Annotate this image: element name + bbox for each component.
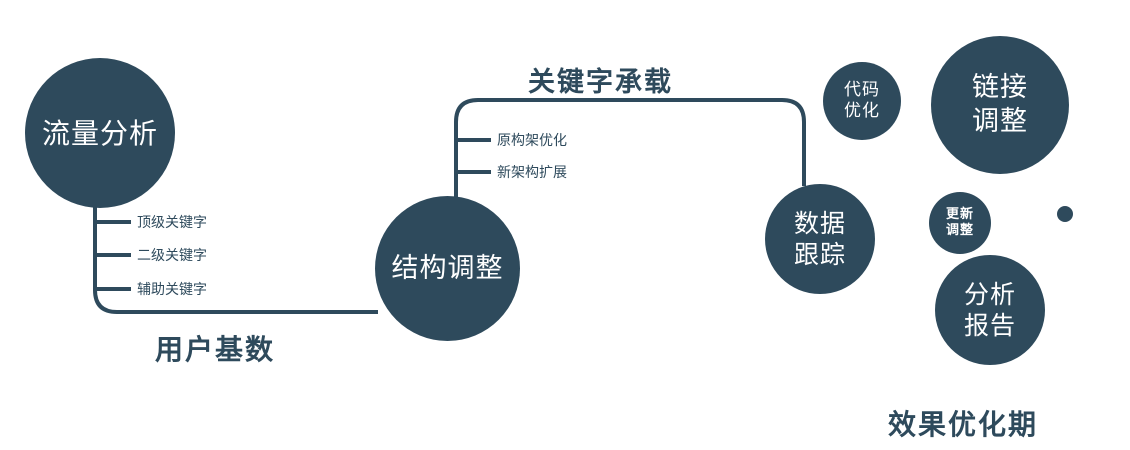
node-update-adjustment: 更新 调整 (929, 192, 991, 254)
node-analysis-report: 分析 报告 (935, 255, 1045, 365)
path-structure-to-tracking (454, 98, 806, 198)
node-traffic-analysis: 流量分析 (25, 58, 175, 208)
node-data-tracking: 数据 跟踪 (765, 184, 875, 294)
edge-label-keyword-carrying: 关键字承载 (528, 67, 673, 98)
branch-label-new-arch: 新架构扩展 (497, 165, 567, 181)
branch-label-original-arch: 原构架优化 (497, 133, 567, 149)
edge-label-user-base: 用户基数 (155, 333, 276, 366)
bullet-dot (1057, 206, 1073, 222)
node-code-optimization: 代码 优化 (823, 62, 901, 140)
branch-label-top-keyword: 顶级关键字 (137, 215, 207, 231)
node-link-adjustment: 链接 调整 (931, 36, 1069, 174)
branch-label-aux-keyword: 辅助关键字 (137, 282, 207, 298)
branch-label-second-keyword: 二级关键字 (137, 248, 207, 264)
footer-caption: 效果优化期 (888, 408, 1039, 441)
node-structure-adjust: 结构调整 (375, 196, 520, 341)
